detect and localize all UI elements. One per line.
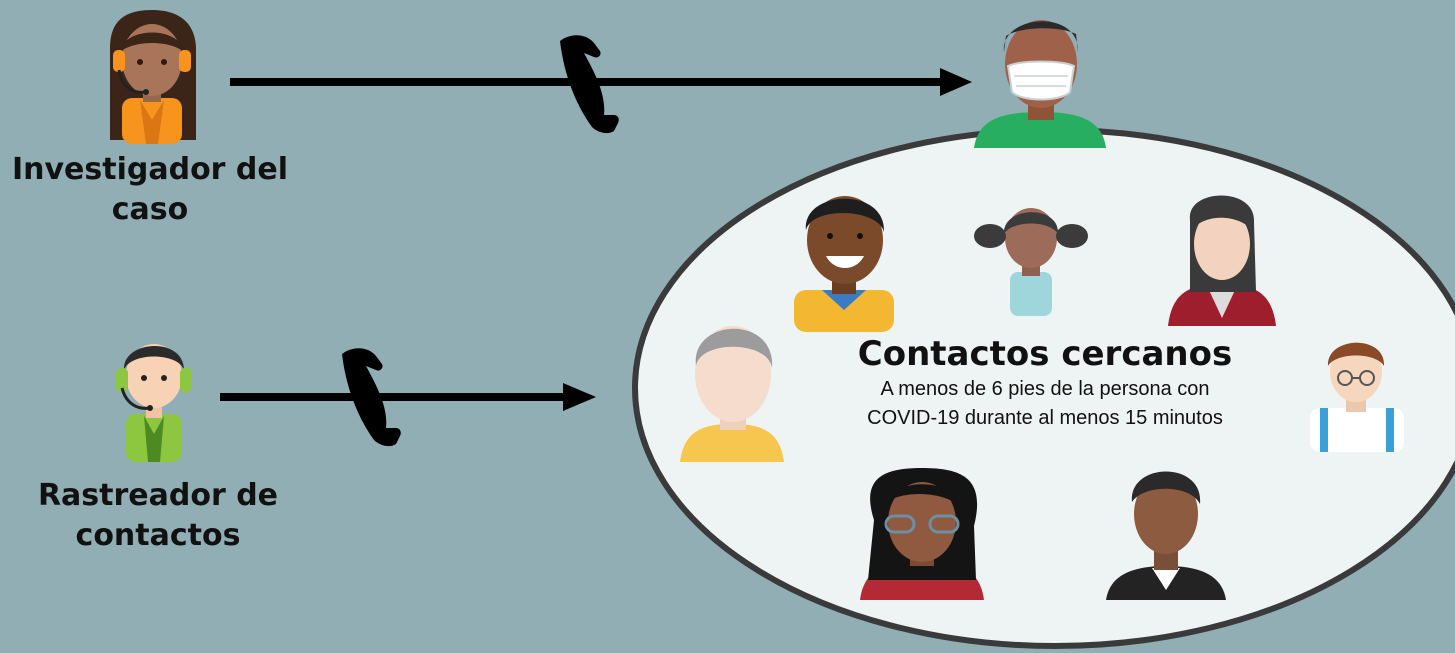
investigator-label-line1: Investigador del [11, 152, 289, 187]
contact-avatar [1168, 195, 1276, 326]
investigator-avatar [110, 10, 196, 144]
phone-handset-icon [342, 348, 401, 447]
contact-avatar [680, 326, 784, 462]
investigator-label: Investigador del caso [0, 150, 300, 230]
tracer-avatar [116, 344, 192, 462]
close-contacts-description-line2: COVID-19 durante al menos 15 minutos [867, 407, 1223, 429]
face-mask-icon [1006, 60, 1076, 101]
contact-avatar [794, 196, 894, 332]
close-contacts-description: A menos de 6 pies de la persona con COVI… [780, 375, 1310, 433]
tracer-label: Rastreador de contactos [0, 476, 316, 556]
contact-avatar [1106, 471, 1226, 600]
contact-avatar [860, 468, 984, 600]
close-contacts-description-line1: A menos de 6 pies de la persona con [880, 378, 1210, 400]
investigator-label-line2: caso [111, 192, 189, 227]
arrow-tracer-to-contacts [220, 383, 596, 411]
patient-avatar [974, 20, 1106, 148]
tracer-label-line2: contactos [75, 518, 241, 553]
contact-avatar [974, 208, 1088, 316]
phone-handset-icon [560, 35, 619, 134]
close-contacts-title: Contactos cercanos [857, 334, 1233, 374]
tracer-label-line1: Rastreador de [37, 478, 279, 513]
contact-avatar [1310, 342, 1404, 452]
